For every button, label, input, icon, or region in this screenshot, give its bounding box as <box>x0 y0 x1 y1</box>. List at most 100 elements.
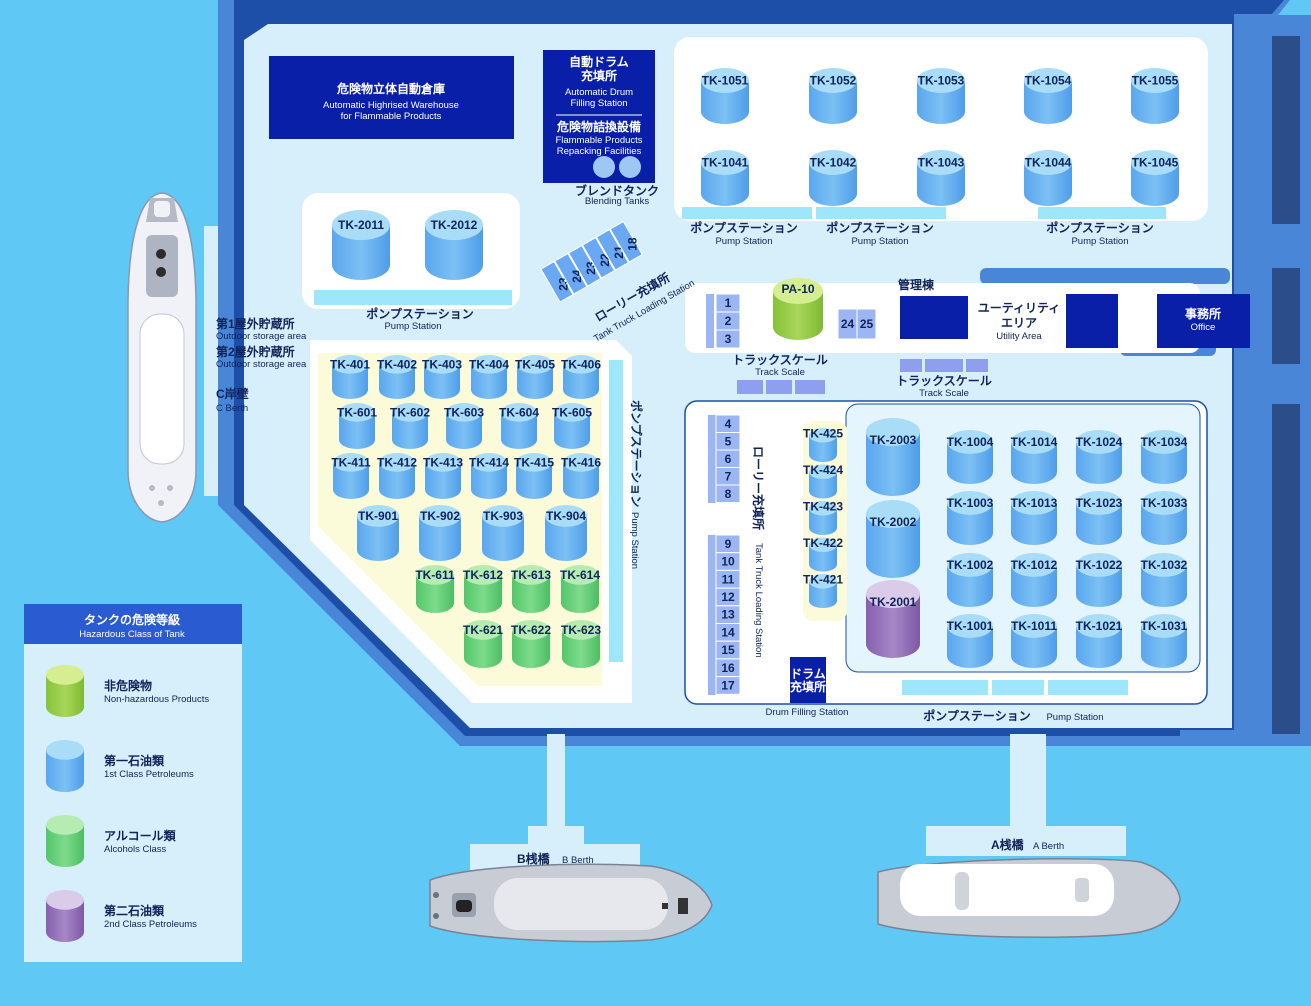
tank-tk-2001[interactable]: TK-2001 <box>866 580 920 658</box>
tank-tk-2002[interactable]: TK-2002 <box>866 499 920 578</box>
tank-tk-1023[interactable]: TK-1023 <box>1076 491 1123 545</box>
tank-tk-425[interactable]: TK-425 <box>803 426 843 462</box>
loading-bay-9[interactable]: 9 <box>715 534 741 554</box>
loading-bay-17[interactable]: 17 <box>715 676 741 695</box>
tank-tk-604[interactable]: TK-604 <box>499 403 539 450</box>
loading-bay-3[interactable]: 3 <box>715 329 741 349</box>
tank-tk-1014[interactable]: TK-1014 <box>1011 430 1058 484</box>
pump-label-n2-jp: ポンプステーション <box>826 220 933 235</box>
tank-tk-901[interactable]: TK-901 <box>357 504 399 562</box>
loading-bay-16[interactable]: 16 <box>715 658 741 678</box>
tank-tk-415[interactable]: TK-415 <box>514 453 554 500</box>
tank-tk-1054[interactable]: TK-1054 <box>1024 68 1072 124</box>
tank-tk-622[interactable]: TK-622 <box>511 620 551 668</box>
tank-tk-1002[interactable]: TK-1002 <box>947 553 994 607</box>
blending-tank-18[interactable]: 18 <box>609 218 648 263</box>
tank-id-label: TK-414 <box>469 455 509 469</box>
tank-tk-1034[interactable]: TK-1034 <box>1141 430 1188 484</box>
blending-tank-21[interactable]: 21 <box>595 226 634 271</box>
tank-tk-621[interactable]: TK-621 <box>463 620 503 668</box>
tank-tk-1004[interactable]: TK-1004 <box>947 430 994 484</box>
tank-tk-1044[interactable]: TK-1044 <box>1024 150 1072 207</box>
tank-tk-1022[interactable]: TK-1022 <box>1076 553 1123 607</box>
tank-tk-1043[interactable]: TK-1043 <box>917 150 965 207</box>
tank-tk-1032[interactable]: TK-1032 <box>1141 553 1188 607</box>
tank-tk-1021[interactable]: TK-1021 <box>1076 614 1123 668</box>
loading-bay-14[interactable]: 14 <box>715 623 741 642</box>
tank-tk-613[interactable]: TK-613 <box>511 565 551 613</box>
tank-tk-424[interactable]: TK-424 <box>803 463 843 499</box>
tank-tk-2011[interactable]: TK-2011 <box>332 210 390 280</box>
tank-tk-401[interactable]: TK-401 <box>330 355 370 399</box>
loading-bay-15[interactable]: 15 <box>715 640 741 660</box>
tank-tk-404[interactable]: TK-404 <box>469 355 509 399</box>
loading-bay-25[interactable]: 25 <box>856 308 877 340</box>
tank-tk-2012[interactable]: TK-2012 <box>425 210 483 280</box>
tank-tk-1052[interactable]: TK-1052 <box>809 68 857 124</box>
tank-tk-1033[interactable]: TK-1033 <box>1141 491 1188 545</box>
tank-tk-1024[interactable]: TK-1024 <box>1076 430 1123 484</box>
loading-bay-1[interactable]: 1 <box>715 293 741 313</box>
tank-tk-405[interactable]: TK-405 <box>515 355 555 399</box>
loading-bay-2[interactable]: 2 <box>715 311 741 331</box>
tank-tk-1011[interactable]: TK-1011 <box>1011 614 1057 668</box>
tank-id-label: TK-1013 <box>1011 496 1058 510</box>
loading-bay-8[interactable]: 8 <box>715 484 741 503</box>
tank-tk-406[interactable]: TK-406 <box>561 355 601 399</box>
tank-tk-414[interactable]: TK-414 <box>469 453 509 500</box>
loading-bay-4[interactable]: 4 <box>715 414 741 433</box>
tank-pa-10[interactable]: PA-10 <box>773 278 823 340</box>
tank-tk-416[interactable]: TK-416 <box>561 453 601 500</box>
tank-tk-614[interactable]: TK-614 <box>560 565 600 613</box>
tank-tk-423[interactable]: TK-423 <box>803 499 843 535</box>
tank-tk-413[interactable]: TK-413 <box>423 453 463 500</box>
tank-tk-421[interactable]: TK-421 <box>803 572 843 608</box>
tank-id-label: TK-1021 <box>1076 619 1123 633</box>
loading-bay-11[interactable]: 11 <box>715 569 741 589</box>
drum-filling-jp2: 充填所 <box>581 68 617 83</box>
tank-tk-1012[interactable]: TK-1012 <box>1011 553 1058 607</box>
tank-tk-411[interactable]: TK-411 <box>331 453 371 500</box>
tank-tk-611[interactable]: TK-611 <box>415 565 455 613</box>
loading-bay-24[interactable]: 24 <box>837 308 858 340</box>
loading-bay-10[interactable]: 10 <box>715 552 741 571</box>
tank-[interactable] <box>46 815 84 867</box>
tank-tk-601[interactable]: TK-601 <box>337 403 377 450</box>
tank-tk-1031[interactable]: TK-1031 <box>1141 614 1188 668</box>
loading-bay-7[interactable]: 7 <box>715 467 741 486</box>
tank-tk-612[interactable]: TK-612 <box>463 565 503 613</box>
tank-tk-1001[interactable]: TK-1001 <box>947 614 994 668</box>
tank-tk-1042[interactable]: TK-1042 <box>809 150 857 207</box>
tank-tk-422[interactable]: TK-422 <box>803 536 843 572</box>
tank-tk-1045[interactable]: TK-1045 <box>1131 150 1179 207</box>
tank-tk-2003[interactable]: TK-2003 <box>866 418 920 496</box>
tank-id-label: TK-1003 <box>947 496 994 510</box>
tank-tk-412[interactable]: TK-412 <box>377 453 417 500</box>
utility-jp1: ユーティリティ <box>978 301 1061 315</box>
tank-tk-1055[interactable]: TK-1055 <box>1131 68 1179 124</box>
tank-tk-1053[interactable]: TK-1053 <box>917 68 965 124</box>
tank-tk-903[interactable]: TK-903 <box>482 504 524 562</box>
loading-bay-5[interactable]: 5 <box>715 432 741 451</box>
tank-tk-403[interactable]: TK-403 <box>422 355 462 399</box>
tank-[interactable] <box>46 740 84 792</box>
tank-tk-1003[interactable]: TK-1003 <box>947 491 994 545</box>
tank-id-label: TK-2003 <box>870 433 917 447</box>
loading-bay-13[interactable]: 13 <box>715 605 741 624</box>
tank-tk-1041[interactable]: TK-1041 <box>701 150 749 207</box>
loading-bay-6[interactable]: 6 <box>715 449 741 468</box>
tank-id-label: TK-901 <box>358 509 398 523</box>
tank-[interactable] <box>46 890 84 942</box>
tank-tk-605[interactable]: TK-605 <box>552 403 592 450</box>
tank-tk-904[interactable]: TK-904 <box>545 504 587 562</box>
tank-tk-1013[interactable]: TK-1013 <box>1011 491 1058 545</box>
tank-id-label: PA-10 <box>781 282 814 296</box>
tank-tk-902[interactable]: TK-902 <box>419 504 461 562</box>
tank-tk-1051[interactable]: TK-1051 <box>701 68 749 124</box>
tank-tk-623[interactable]: TK-623 <box>561 620 601 668</box>
tank-tk-603[interactable]: TK-603 <box>444 403 484 450</box>
tank-tk-602[interactable]: TK-602 <box>390 403 430 450</box>
loading-bay-12[interactable]: 12 <box>715 587 741 607</box>
tank-tk-402[interactable]: TK-402 <box>377 355 417 399</box>
tank-[interactable] <box>46 665 84 717</box>
